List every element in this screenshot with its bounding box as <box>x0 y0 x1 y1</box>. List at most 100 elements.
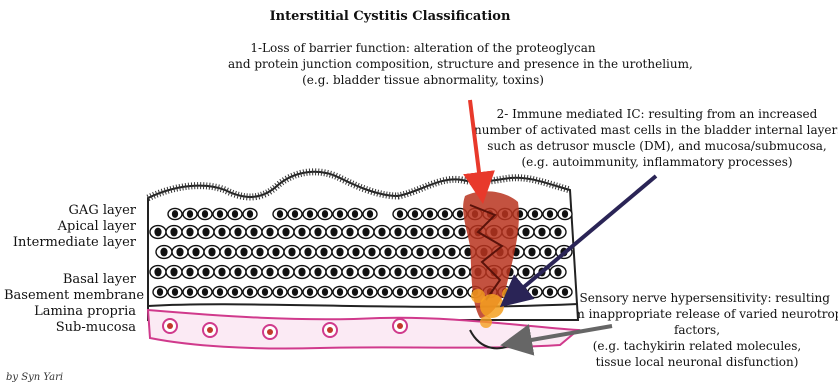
cell-nucleus <box>532 210 538 218</box>
cell-nucleus <box>336 248 343 257</box>
cell-nucleus <box>426 268 433 277</box>
cell-nucleus <box>432 248 439 257</box>
cell-nucleus <box>224 248 231 257</box>
cell-nucleus <box>170 228 177 237</box>
cell-nucleus <box>397 288 403 296</box>
cell-nucleus <box>217 210 223 218</box>
cell-nucleus <box>320 248 327 257</box>
cell-nucleus <box>394 268 401 277</box>
cell-nucleus <box>427 210 433 218</box>
cell-nucleus <box>352 288 358 296</box>
cell-nucleus <box>232 210 238 218</box>
cell-nucleus <box>352 210 358 218</box>
cell-nucleus <box>378 228 385 237</box>
cell-nucleus <box>170 268 177 277</box>
cell-nucleus <box>154 268 161 277</box>
cell-nucleus <box>410 228 417 237</box>
cell-nucleus <box>186 228 193 237</box>
cell-nucleus <box>160 248 167 257</box>
cell-nucleus <box>337 288 343 296</box>
cell-nucleus <box>176 248 183 257</box>
cell-nucleus <box>192 248 199 257</box>
cell-nucleus <box>154 228 161 237</box>
cell-nucleus <box>394 228 401 237</box>
cell-nucleus <box>218 268 225 277</box>
cell-nucleus <box>298 228 305 237</box>
cell-nucleus <box>314 228 321 237</box>
cell-nucleus <box>522 228 529 237</box>
cell-nucleus <box>202 288 208 296</box>
cell-nucleus <box>322 210 328 218</box>
cell-nucleus <box>250 228 257 237</box>
cell-nucleus <box>442 210 448 218</box>
cell-nucleus <box>538 228 545 237</box>
cell-nucleus <box>282 228 289 237</box>
cell-nucleus <box>330 228 337 237</box>
cell-nucleus <box>304 248 311 257</box>
cell-nucleus <box>528 248 535 257</box>
cell-nucleus <box>547 288 553 296</box>
cell-nucleus <box>442 228 449 237</box>
cell-nucleus <box>157 288 163 296</box>
cell-nucleus <box>362 268 369 277</box>
cell-nucleus <box>288 248 295 257</box>
cell-nucleus <box>172 288 178 296</box>
blood-cell <box>397 323 403 329</box>
cell-nucleus <box>186 268 193 277</box>
cell-nucleus <box>412 288 418 296</box>
cell-nucleus <box>544 248 551 257</box>
cell-nucleus <box>400 248 407 257</box>
cell-nucleus <box>352 248 359 257</box>
cell-nucleus <box>217 288 223 296</box>
cell-nucleus <box>172 210 178 218</box>
cell-nucleus <box>562 210 568 218</box>
cell-nucleus <box>298 268 305 277</box>
cell-nucleus <box>362 228 369 237</box>
cell-nucleus <box>412 210 418 218</box>
cell-nucleus <box>262 288 268 296</box>
cell-nucleus <box>187 288 193 296</box>
cell-nucleus <box>187 210 193 218</box>
cell-nucleus <box>330 268 337 277</box>
cell-nucleus <box>378 268 385 277</box>
cell-nucleus <box>367 210 373 218</box>
cell-nucleus <box>554 268 561 277</box>
cell-nucleus <box>562 288 568 296</box>
cell-nucleus <box>322 288 328 296</box>
cell-nucleus <box>307 288 313 296</box>
cell-nucleus <box>232 288 238 296</box>
cell-nucleus <box>382 288 388 296</box>
cell-nucleus <box>384 248 391 257</box>
cell-nucleus <box>250 268 257 277</box>
cell-nucleus <box>426 228 433 237</box>
cell-nucleus <box>427 288 433 296</box>
cell-nucleus <box>234 228 241 237</box>
cell-nucleus <box>240 248 247 257</box>
cell-nucleus <box>307 210 313 218</box>
cell-nucleus <box>314 268 321 277</box>
cell-nucleus <box>247 210 253 218</box>
cell-nucleus <box>522 268 529 277</box>
cell-nucleus <box>448 248 455 257</box>
artist-signature: by Syn Yari <box>6 372 63 383</box>
cell-nucleus <box>247 288 253 296</box>
cell-nucleus <box>346 228 353 237</box>
cell-nucleus <box>202 210 208 218</box>
cell-nucleus <box>234 268 241 277</box>
cell-nucleus <box>397 210 403 218</box>
cell-nucleus <box>266 228 273 237</box>
cell-nucleus <box>554 228 561 237</box>
cell-nucleus <box>416 248 423 257</box>
cell-nucleus <box>367 288 373 296</box>
cell-nucleus <box>292 210 298 218</box>
cell-nucleus <box>202 268 209 277</box>
cell-nucleus <box>442 288 448 296</box>
blood-cell <box>327 327 333 333</box>
cell-nucleus <box>282 268 289 277</box>
blood-cell <box>207 327 213 333</box>
cell-nucleus <box>277 288 283 296</box>
cell-nucleus <box>218 228 225 237</box>
cell-nucleus <box>277 210 283 218</box>
blood-cell <box>167 323 173 329</box>
cell-nucleus <box>337 210 343 218</box>
